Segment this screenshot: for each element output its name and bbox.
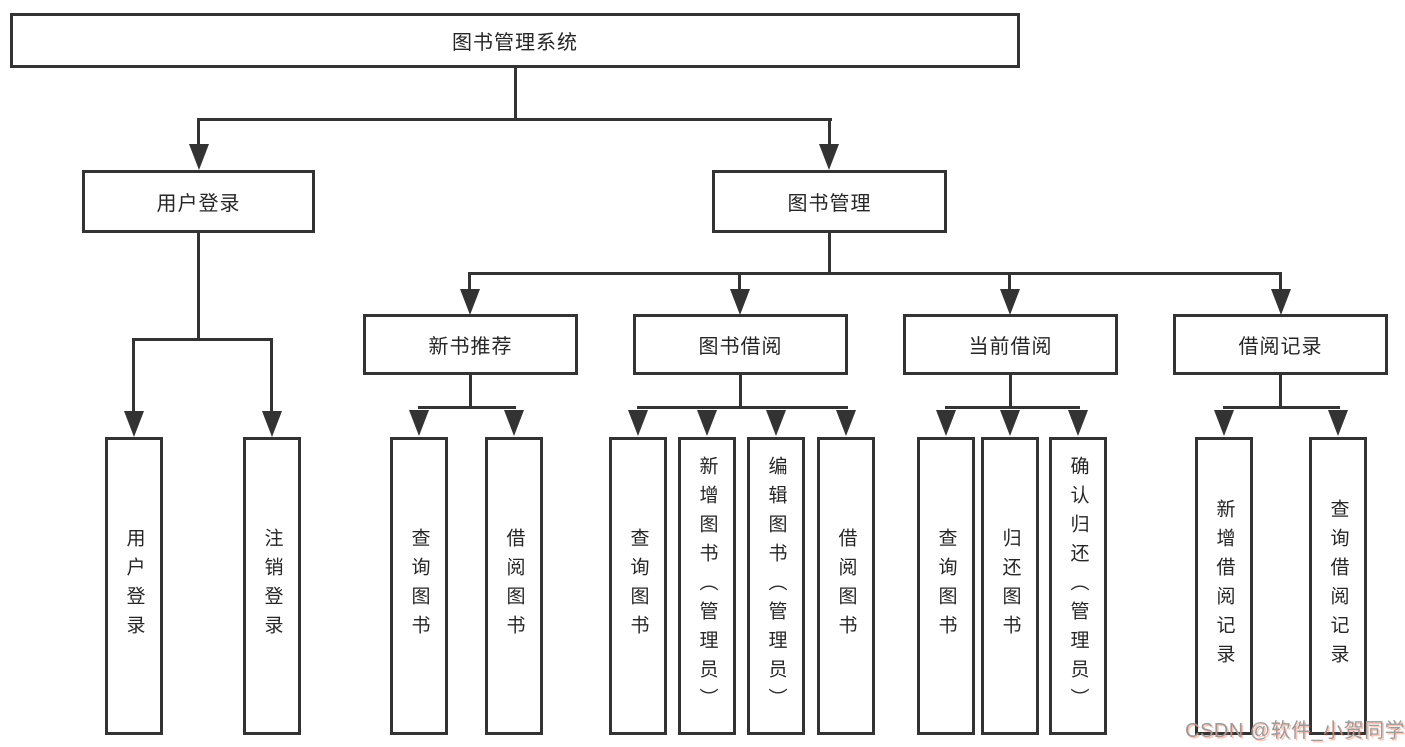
arrow-leaf xyxy=(836,410,856,436)
leaf-query-book-current-label: 查询图书 xyxy=(935,528,957,644)
leaf-add-borrow-record-label: 新增借阅记录 xyxy=(1213,499,1235,673)
connector-stem xyxy=(469,375,472,408)
arrow-current-borrow xyxy=(1000,289,1020,315)
connector-user-login-stem xyxy=(197,233,200,338)
arrow-leaf xyxy=(628,410,648,436)
connector-stem xyxy=(1279,375,1282,408)
arrow-leaf xyxy=(1068,410,1088,436)
leaf-query-borrow-record: 查询借阅记录 xyxy=(1309,437,1367,735)
connector-book-mgmt-drop xyxy=(828,118,831,146)
node-root: 图书管理系统 xyxy=(10,13,1020,68)
connector-l3-drop xyxy=(738,272,741,292)
leaf-return-book: 归还图书 xyxy=(981,437,1039,735)
leaf-query-book-current: 查询图书 xyxy=(917,437,975,735)
node-new-book-rec: 新书推荐 xyxy=(363,314,578,375)
leaf-query-book-borrow-label: 查询图书 xyxy=(627,528,649,644)
connector-user-login-bar xyxy=(133,338,273,341)
leaf-add-book-admin: 新增图书（管理员） xyxy=(678,437,736,735)
leaf-logout-label: 注销登录 xyxy=(261,528,283,644)
leaf-borrow-book-rec: 借阅图书 xyxy=(485,437,543,735)
node-book-mgmt: 图书管理 xyxy=(712,170,947,233)
leaf-add-book-admin-label: 新增图书（管理员） xyxy=(696,455,718,717)
leaf-borrow-book: 借阅图书 xyxy=(817,437,875,735)
arrow-leaf xyxy=(262,411,282,437)
arrow-leaf xyxy=(766,410,786,436)
arrow-new-book-rec xyxy=(460,289,480,315)
node-book-mgmt-label: 图书管理 xyxy=(787,193,872,215)
node-book-borrow: 图书借阅 xyxy=(633,314,848,375)
arrow-borrow-record xyxy=(1271,289,1291,315)
leaf-add-borrow-record: 新增借阅记录 xyxy=(1195,437,1253,735)
connector-l3-drop xyxy=(1008,272,1011,292)
leaf-user-login: 用户登录 xyxy=(105,437,163,735)
connector-stem xyxy=(1009,375,1012,408)
leaf-borrow-book-label: 借阅图书 xyxy=(835,528,857,644)
connector-bar xyxy=(637,406,848,409)
node-borrow-record-label: 借阅记录 xyxy=(1238,336,1323,358)
connector-leaf-drop xyxy=(270,338,273,411)
arrow-leaf xyxy=(409,410,429,436)
arrow-leaf xyxy=(1328,410,1348,436)
arrow-leaf xyxy=(504,410,524,436)
arrow-leaf xyxy=(936,410,956,436)
leaf-query-borrow-record-label: 查询借阅记录 xyxy=(1327,499,1349,673)
leaf-query-book-rec-label: 查询图书 xyxy=(408,528,430,644)
node-book-borrow-label: 图书借阅 xyxy=(698,336,783,358)
leaf-confirm-return-admin-label: 确认归还（管理员） xyxy=(1067,455,1089,717)
connector-leaf-drop xyxy=(132,338,135,411)
connector-book-mgmt-stem xyxy=(828,233,831,274)
leaf-query-book-borrow: 查询图书 xyxy=(609,437,667,735)
leaf-edit-book-admin-label: 编辑图书（管理员） xyxy=(765,455,787,717)
node-current-borrow: 当前借阅 xyxy=(903,314,1118,375)
connector-bar xyxy=(945,406,1080,409)
leaf-confirm-return-admin: 确认归还（管理员） xyxy=(1049,437,1107,735)
connector-bar xyxy=(1223,406,1340,409)
node-user-login: 用户登录 xyxy=(82,170,315,233)
arrow-user-login xyxy=(189,144,209,170)
leaf-user-login-label: 用户登录 xyxy=(123,528,145,644)
connector-level3-bar xyxy=(468,272,1282,275)
node-root-label: 图书管理系统 xyxy=(452,32,578,54)
connector-root-stem xyxy=(514,68,517,118)
arrow-book-borrow xyxy=(730,289,750,315)
leaf-query-book-rec: 查询图书 xyxy=(390,437,448,735)
leaf-logout: 注销登录 xyxy=(243,437,301,735)
csdn-watermark: CSDN @软件_小贺同学 xyxy=(1185,720,1405,742)
leaf-return-book-label: 归还图书 xyxy=(999,528,1021,644)
connector-l3-drop xyxy=(1279,272,1282,292)
connector-user-login-drop xyxy=(197,118,200,146)
connector-l3-drop xyxy=(468,272,471,292)
node-new-book-rec-label: 新书推荐 xyxy=(428,336,513,358)
node-borrow-record: 借阅记录 xyxy=(1173,314,1388,375)
node-user-login-label: 用户登录 xyxy=(156,193,241,215)
arrow-book-mgmt xyxy=(819,144,839,170)
connector-level2-bar xyxy=(198,118,832,121)
arrow-leaf xyxy=(1214,410,1234,436)
leaf-borrow-book-rec-label: 借阅图书 xyxy=(503,528,525,644)
arrow-leaf xyxy=(124,411,144,437)
leaf-edit-book-admin: 编辑图书（管理员） xyxy=(747,437,805,735)
arrow-leaf xyxy=(697,410,717,436)
node-current-borrow-label: 当前借阅 xyxy=(968,336,1053,358)
connector-bar xyxy=(418,406,516,409)
connector-stem xyxy=(739,375,742,408)
arrow-leaf xyxy=(1000,410,1020,436)
